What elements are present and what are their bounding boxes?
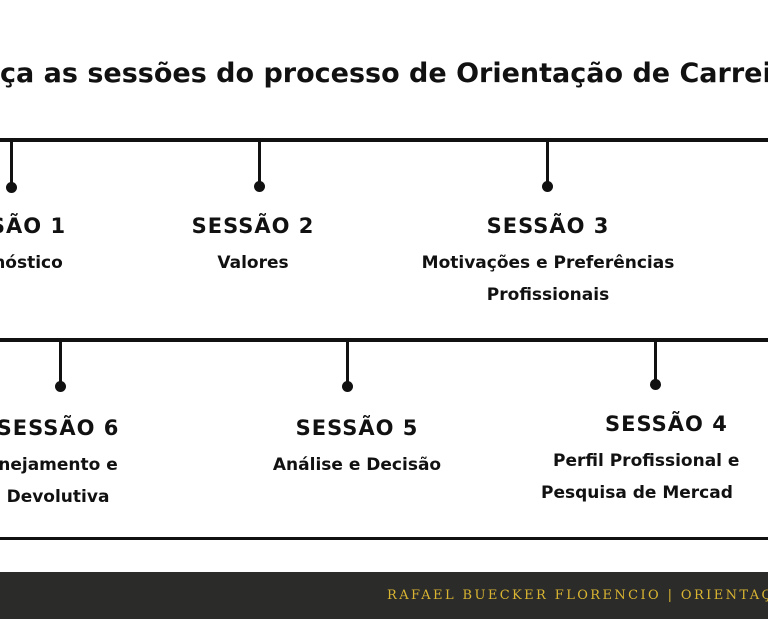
session-2-title: SESSÃO 2 [191,214,315,238]
session-2-description: Valores [217,253,289,273]
timeline-stem-session-4 [654,341,657,381]
session-3-description-line-2: Profissionais [486,285,610,305]
session-6-description-line-2: Devolutiva [6,487,110,507]
session-1-label: SÃO 1 nóstico [0,211,66,279]
timeline-stem-session-5 [346,341,349,385]
session-6-label: SESSÃO 6 nejamento e Devolutiva [0,413,119,513]
session-5-title: SESSÃO 5 [295,416,419,440]
session-6-title: SESSÃO 6 [0,416,120,440]
session-4-description-line-2: Pesquisa de Mercad [541,483,733,503]
timeline-stem-session-2 [258,141,261,185]
session-3-label: SESSÃO 3 Motivações e Preferências Profi… [422,211,675,311]
page-title: ça as sessões do processo de Orientação … [0,58,768,89]
session-1-description: nóstico [0,253,63,273]
timeline-dot-session-4 [650,379,661,390]
timeline-stem-session-6 [59,341,62,385]
session-4-title: SESSÃO 4 [605,412,728,436]
session-6-description-line-1: nejamento e [0,455,118,475]
timeline-line-closing [0,537,768,540]
session-1-title: SÃO 1 [0,214,67,238]
timeline-dot-session-1 [6,182,17,193]
footer-bar: RAFAEL BUECKER FLORENCIO | ORIENTAÇ [0,572,768,619]
session-5-label: SESSÃO 5 Análise e Decisão [273,413,441,481]
session-3-title: SESSÃO 3 [486,214,610,238]
footer-text: RAFAEL BUECKER FLORENCIO | ORIENTAÇ [387,588,768,603]
session-4-description-line-1: Perfil Profissional e [553,451,740,471]
session-5-description: Análise e Decisão [272,455,442,475]
timeline-line-top [0,138,768,142]
timeline-dot-session-2 [254,181,265,192]
timeline-line-bottom [0,338,768,342]
session-3-description-line-1: Motivações e Preferências [421,253,675,273]
session-4-label: SESSÃO 4 Perfil Profissional e Pesquisa … [541,409,739,509]
session-2-label: SESSÃO 2 Valores [192,211,315,279]
timeline-stem-session-1 [10,141,13,185]
timeline-stem-session-3 [546,141,549,185]
timeline-dot-session-5 [342,381,353,392]
timeline-dot-session-6 [55,381,66,392]
timeline-dot-session-3 [542,181,553,192]
